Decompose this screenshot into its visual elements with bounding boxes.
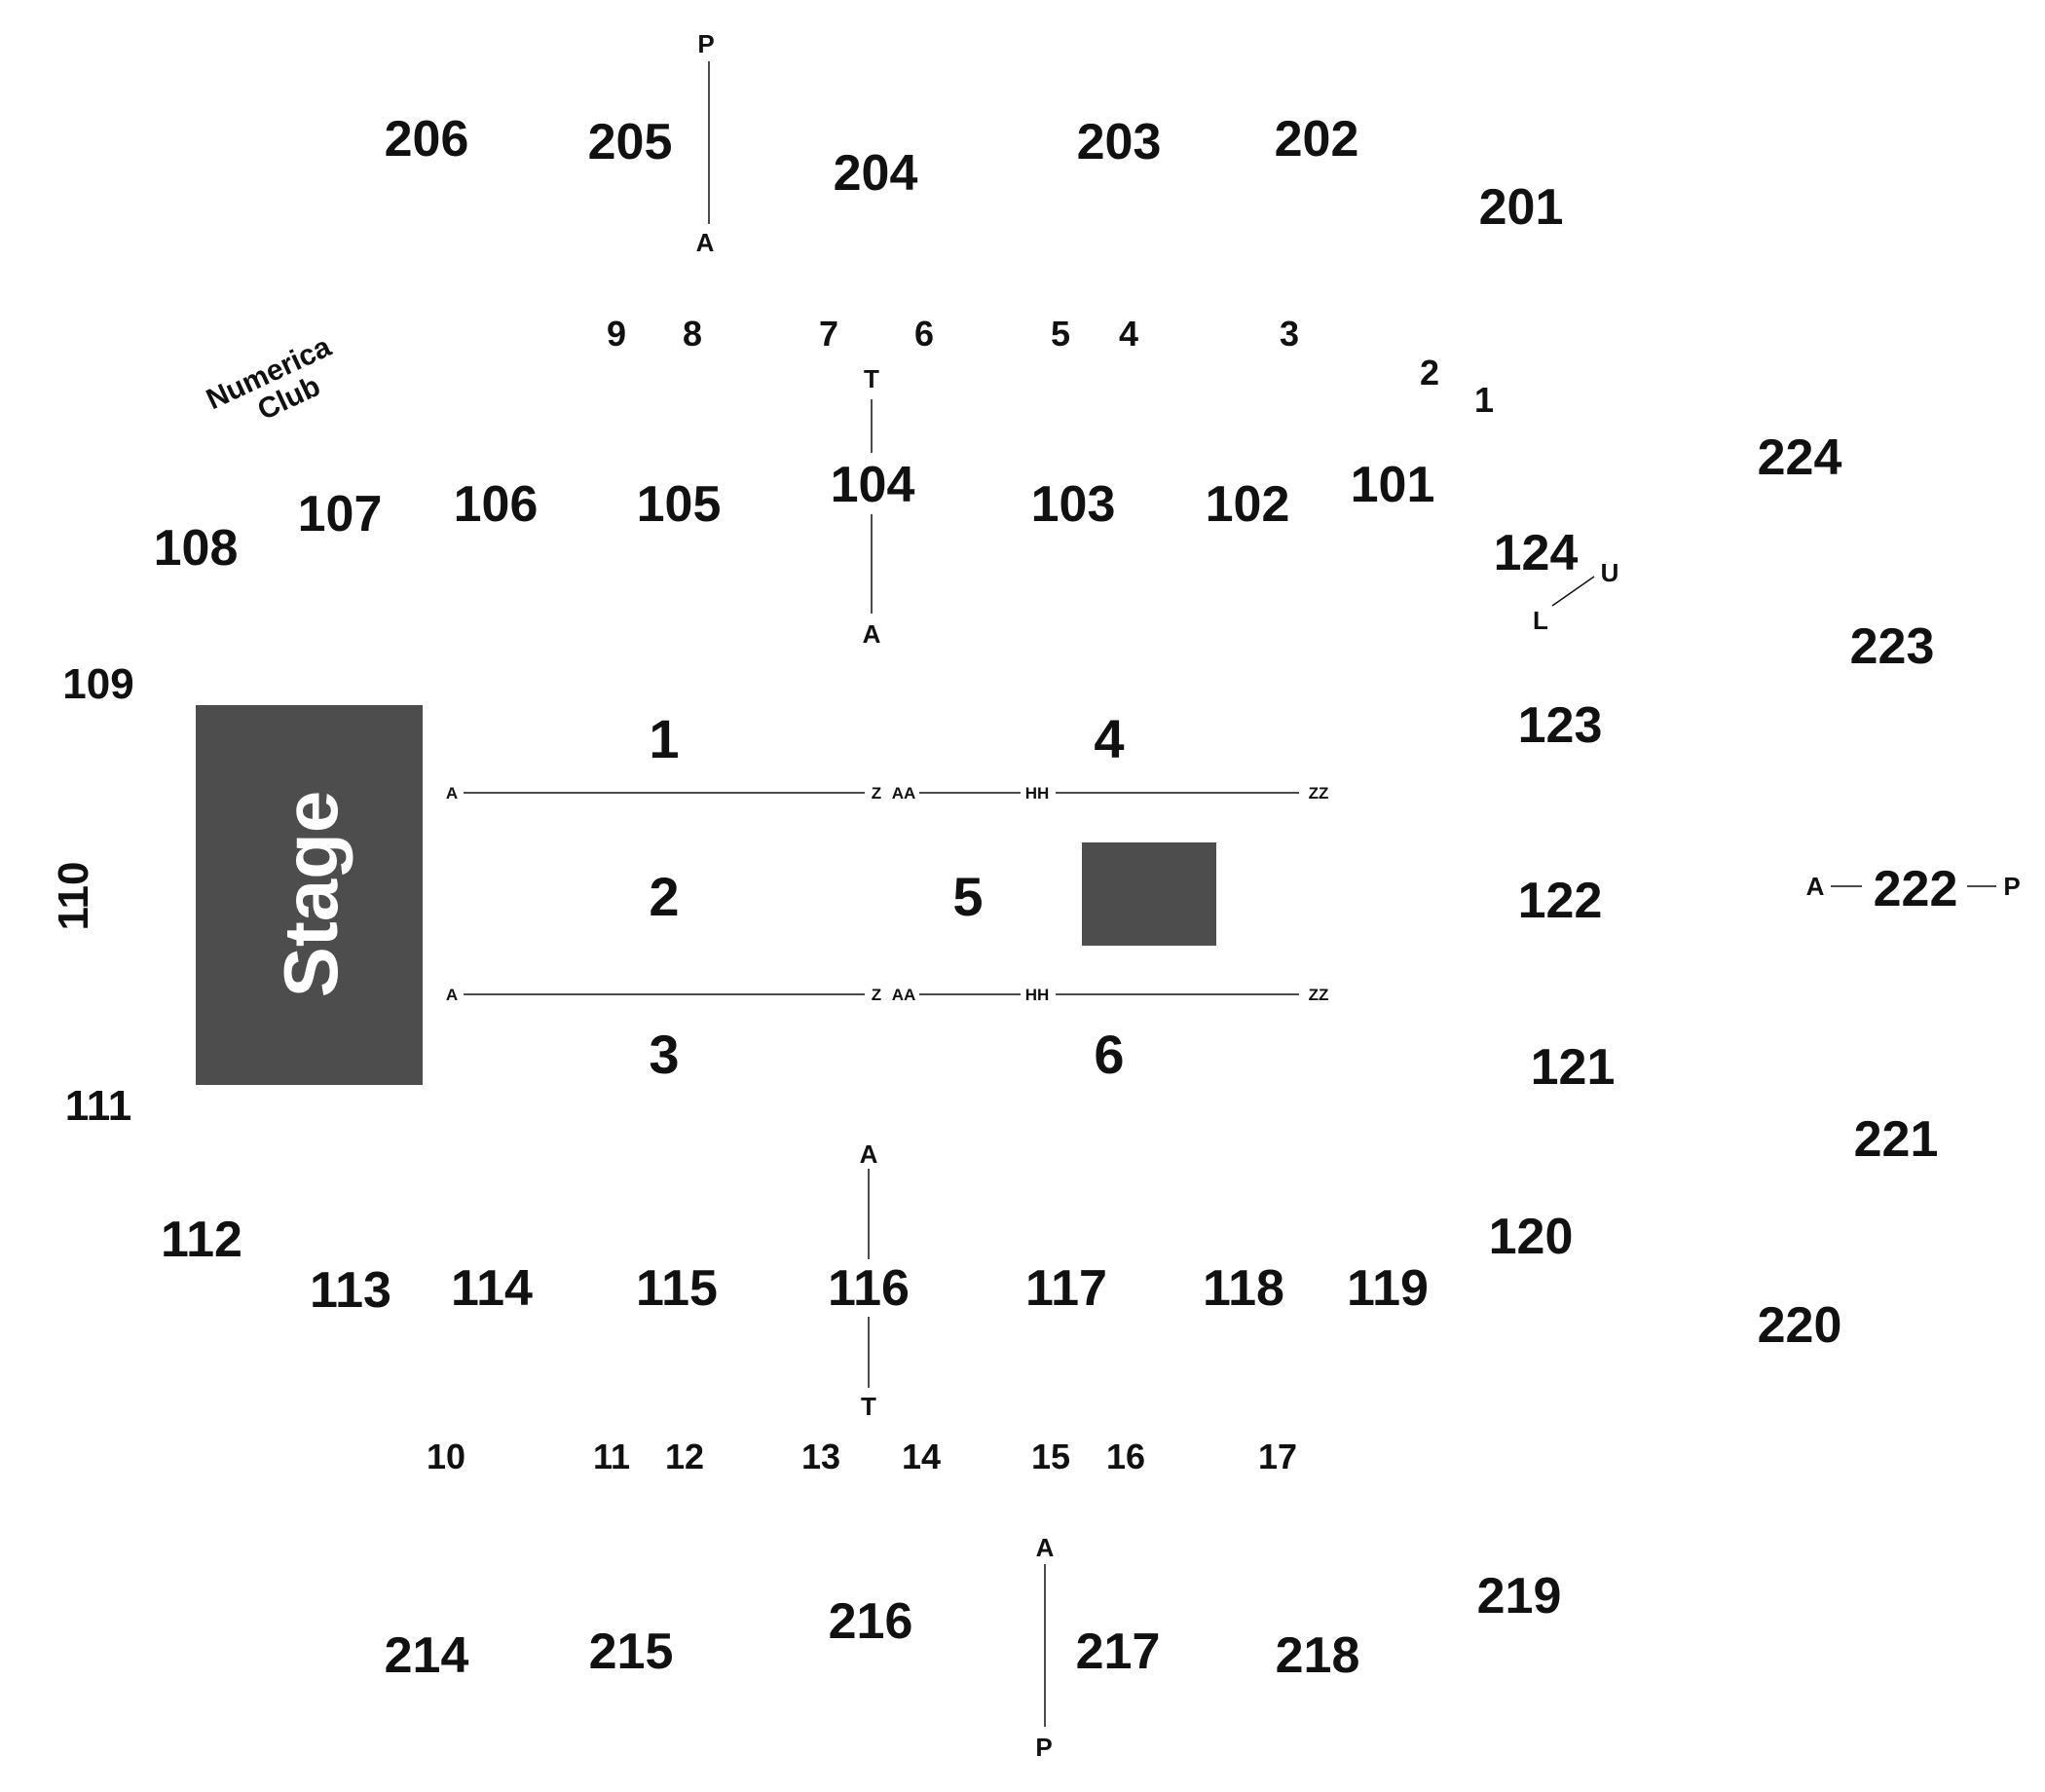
vomitory-3: 3 bbox=[1280, 314, 1299, 354]
stage-label: Stage bbox=[268, 791, 353, 997]
row-label-205-top: P bbox=[697, 29, 714, 58]
floor-row-label: HH bbox=[1025, 784, 1050, 803]
row-label-217-top: A bbox=[1036, 1533, 1055, 1562]
row-label-222-right: P bbox=[2003, 872, 2020, 901]
row-label-104-bottom: A bbox=[863, 619, 881, 649]
vomitory-2: 2 bbox=[1420, 353, 1439, 392]
section-106[interactable]: 106 bbox=[454, 476, 539, 533]
vomitory-17: 17 bbox=[1258, 1437, 1297, 1476]
section-116[interactable]: 116 bbox=[828, 1260, 910, 1317]
section-216[interactable]: 216 bbox=[829, 1593, 913, 1650]
section-124[interactable]: 124 bbox=[1494, 525, 1579, 581]
section-112[interactable]: 112 bbox=[161, 1212, 242, 1268]
vomitory-14: 14 bbox=[902, 1437, 941, 1476]
section-206[interactable]: 206 bbox=[385, 111, 469, 168]
section-122[interactable]: 122 bbox=[1518, 873, 1603, 929]
vomitory-5: 5 bbox=[1051, 314, 1070, 354]
section-205[interactable]: 205 bbox=[588, 114, 673, 170]
section-203[interactable]: 203 bbox=[1077, 114, 1162, 170]
section-123[interactable]: 123 bbox=[1518, 697, 1603, 754]
vomitory-7: 7 bbox=[819, 314, 838, 354]
section-102[interactable]: 102 bbox=[1206, 476, 1290, 533]
floor-row-label: Z bbox=[872, 986, 881, 1004]
section-103[interactable]: 103 bbox=[1031, 476, 1116, 533]
floor-section-3[interactable]: 3 bbox=[649, 1024, 679, 1085]
numerica-club-label[interactable]: Numerica Club bbox=[202, 330, 350, 444]
vomitory-13: 13 bbox=[801, 1437, 840, 1476]
floor-section-5[interactable]: 5 bbox=[952, 866, 983, 927]
vomitory-8: 8 bbox=[683, 314, 702, 354]
row-label-205-bottom: A bbox=[696, 228, 715, 257]
floor-row-label: ZZ bbox=[1309, 784, 1329, 803]
stage-block[interactable] bbox=[196, 705, 423, 1085]
section-202[interactable]: 202 bbox=[1275, 111, 1359, 168]
section-105[interactable]: 105 bbox=[637, 476, 722, 533]
section-107[interactable]: 107 bbox=[298, 486, 383, 542]
vomitory-12: 12 bbox=[665, 1437, 704, 1476]
vomitory-6: 6 bbox=[914, 314, 934, 354]
section-119[interactable]: 119 bbox=[1347, 1260, 1429, 1317]
row-label-124-lower: L bbox=[1533, 606, 1548, 635]
floor-section-4[interactable]: 4 bbox=[1094, 708, 1124, 769]
floor-row-label: HH bbox=[1025, 986, 1050, 1004]
section-220[interactable]: 220 bbox=[1758, 1297, 1842, 1354]
section-222[interactable]: 222 bbox=[1874, 861, 1958, 917]
section-121[interactable]: 121 bbox=[1531, 1039, 1616, 1096]
floor-section-2[interactable]: 2 bbox=[649, 866, 679, 927]
section-114[interactable]: 114 bbox=[451, 1260, 533, 1317]
row-line-124 bbox=[1551, 576, 1595, 607]
vomitory-10: 10 bbox=[427, 1437, 465, 1476]
row-label-222-left: A bbox=[1806, 872, 1825, 901]
vomitory-9: 9 bbox=[607, 314, 626, 354]
section-221[interactable]: 221 bbox=[1854, 1111, 1939, 1168]
floor-row-label: AA bbox=[892, 784, 916, 803]
section-219[interactable]: 219 bbox=[1477, 1568, 1562, 1624]
vomitory-4: 4 bbox=[1119, 314, 1138, 354]
section-113[interactable]: 113 bbox=[310, 1262, 391, 1319]
section-118[interactable]: 118 bbox=[1203, 1260, 1284, 1317]
vomitory-16: 16 bbox=[1106, 1437, 1145, 1476]
section-111[interactable]: 111 bbox=[65, 1082, 132, 1130]
section-217[interactable]: 217 bbox=[1076, 1624, 1161, 1680]
section-104[interactable]: 104 bbox=[831, 457, 915, 513]
section-223[interactable]: 223 bbox=[1850, 618, 1935, 675]
floor-row-label: A bbox=[446, 986, 458, 1004]
floor-section-1[interactable]: 1 bbox=[649, 708, 679, 769]
row-label-217-bottom: P bbox=[1035, 1733, 1052, 1762]
vomitory-1: 1 bbox=[1474, 380, 1494, 420]
vomitory-15: 15 bbox=[1031, 1437, 1070, 1476]
section-204[interactable]: 204 bbox=[834, 145, 918, 202]
floor-row-label: A bbox=[446, 784, 458, 803]
section-120[interactable]: 120 bbox=[1489, 1209, 1574, 1265]
floor-row-label: AA bbox=[892, 986, 916, 1004]
row-label-116-bottom: T bbox=[861, 1392, 876, 1421]
row-label-116-top: A bbox=[860, 1139, 878, 1169]
section-224[interactable]: 224 bbox=[1758, 429, 1842, 486]
section-109[interactable]: 109 bbox=[62, 660, 133, 708]
floor-section-6[interactable]: 6 bbox=[1094, 1024, 1124, 1085]
section-101[interactable]: 101 bbox=[1351, 457, 1435, 513]
section-117[interactable]: 117 bbox=[1025, 1260, 1107, 1317]
section-201[interactable]: 201 bbox=[1479, 179, 1564, 236]
vomitory-11: 11 bbox=[593, 1437, 630, 1476]
row-label-124-upper: U bbox=[1601, 558, 1619, 587]
section-215[interactable]: 215 bbox=[589, 1624, 674, 1680]
section-218[interactable]: 218 bbox=[1276, 1627, 1360, 1684]
section-115[interactable]: 115 bbox=[636, 1260, 718, 1317]
floor-row-label: ZZ bbox=[1309, 986, 1329, 1004]
section-214[interactable]: 214 bbox=[385, 1627, 469, 1684]
sound-booth-block bbox=[1082, 842, 1216, 946]
section-108[interactable]: 108 bbox=[154, 520, 239, 577]
section-110[interactable]: 110 bbox=[50, 862, 97, 931]
floor-row-label: Z bbox=[872, 784, 881, 803]
row-label-104-top: T bbox=[864, 364, 879, 393]
